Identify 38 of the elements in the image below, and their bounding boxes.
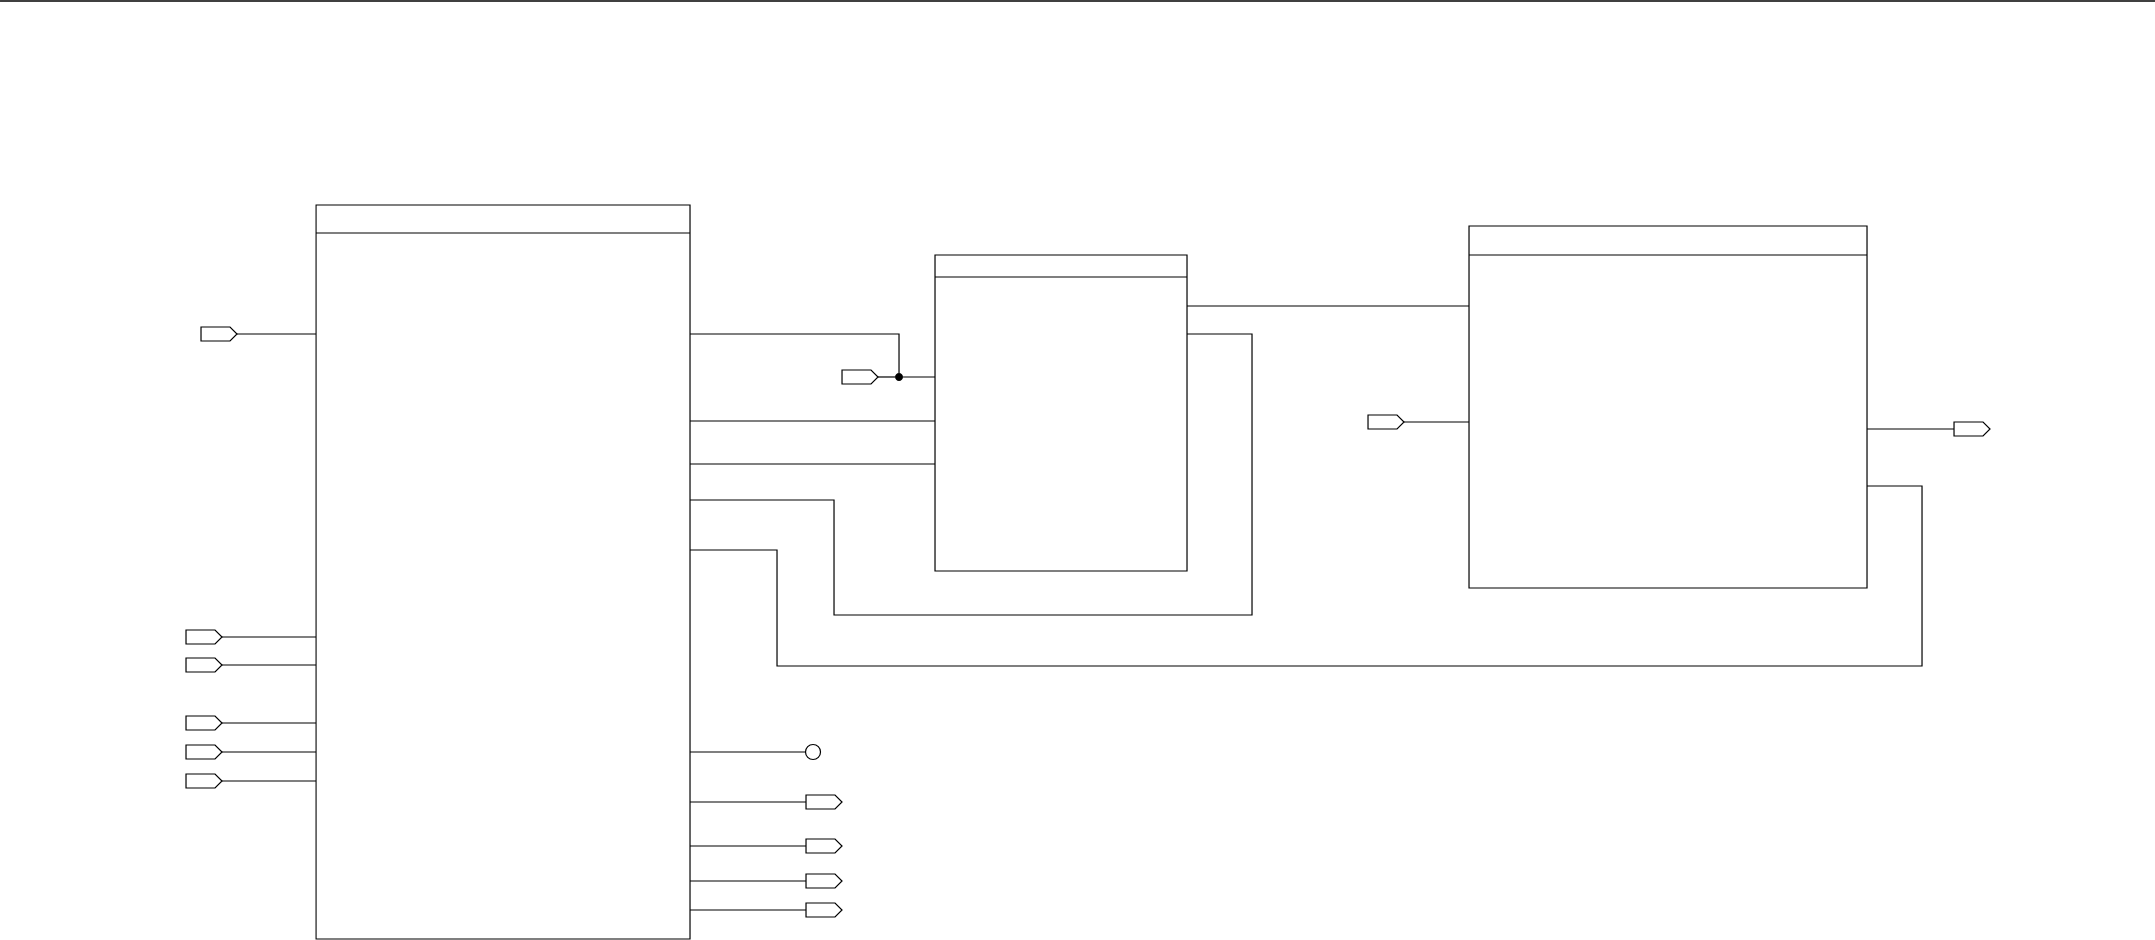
wire (689, 751, 807, 753)
port-tag (841, 369, 879, 385)
wire (236, 333, 317, 335)
wire (689, 420, 936, 422)
port-tag (805, 838, 843, 854)
port-tag (185, 715, 223, 731)
wire (689, 909, 807, 911)
wire (689, 333, 1253, 616)
wire (221, 780, 317, 782)
wire (1186, 305, 1470, 307)
block-box (1468, 225, 1868, 589)
wire (689, 880, 807, 882)
port-tag (1367, 414, 1405, 430)
wire (221, 636, 317, 638)
block-box (315, 204, 691, 940)
wire (221, 664, 317, 666)
wire (877, 376, 896, 378)
port-tag (805, 873, 843, 889)
block-box (934, 254, 1188, 572)
port-tag (200, 326, 238, 342)
port-tag (185, 744, 223, 760)
wire (689, 845, 807, 847)
wire (1866, 428, 1955, 430)
wire (221, 722, 317, 724)
port-tag (185, 773, 223, 789)
wire (221, 751, 317, 753)
wire (689, 333, 900, 374)
wire (902, 376, 936, 378)
port-tag (185, 657, 223, 673)
port-tag (1953, 421, 1991, 437)
port-tag (805, 902, 843, 918)
wire (689, 463, 936, 465)
port-tag (185, 629, 223, 645)
port-tag (805, 794, 843, 810)
wire (689, 801, 807, 803)
wire (689, 485, 1923, 667)
terminal-circle (804, 743, 822, 761)
wire (1403, 421, 1470, 423)
